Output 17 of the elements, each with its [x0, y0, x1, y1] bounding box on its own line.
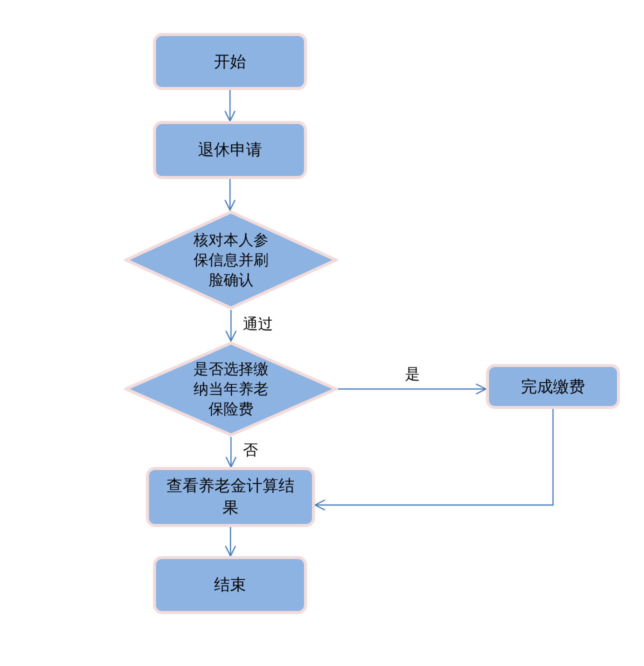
arrow	[314, 409, 554, 511]
arrow	[225, 437, 237, 468]
arrow	[225, 310, 237, 342]
edge-label: 否	[242, 441, 259, 460]
arrow	[338, 383, 487, 395]
arrow	[224, 527, 236, 557]
arrow	[224, 90, 236, 122]
process-box: 完成缴费	[486, 364, 620, 409]
decision-text: 核对本人参保信息并刷脸确认	[192, 230, 270, 290]
decision-text: 是否选择缴纳当年养老保险费	[192, 359, 270, 419]
process-box: 退休申请	[153, 121, 307, 179]
process-box: 查看养老金计算结果	[146, 467, 315, 527]
arrow	[224, 179, 236, 211]
edge-label: 通过	[242, 314, 274, 334]
edge-label: 是	[404, 365, 421, 384]
process-box: 开始	[153, 33, 307, 90]
process-box: 结束	[153, 556, 307, 614]
